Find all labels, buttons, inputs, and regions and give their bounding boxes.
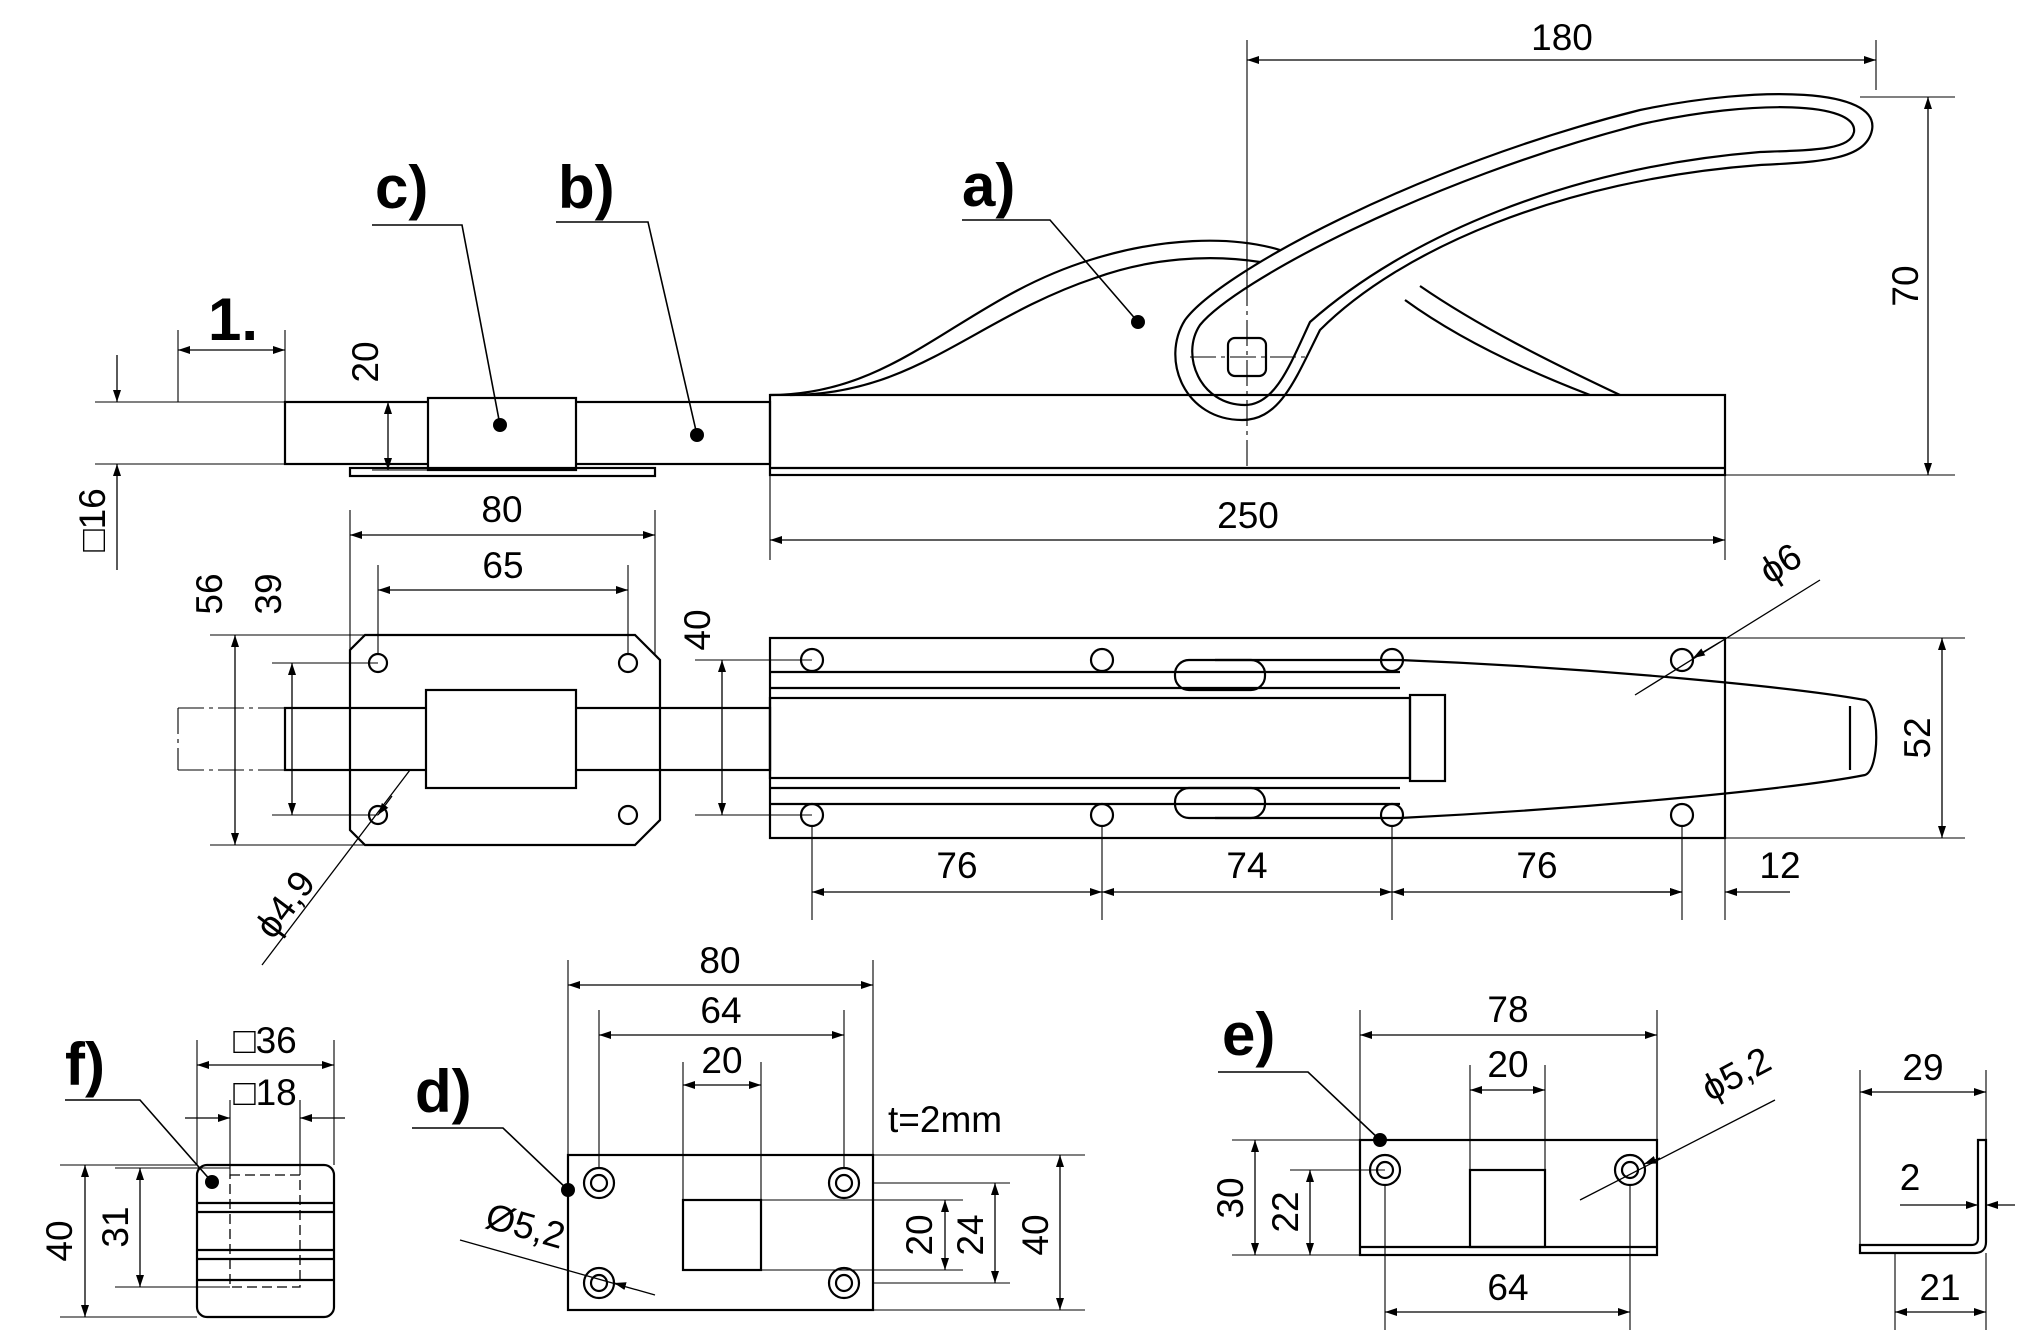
- part-d-slot: [681, 1198, 763, 1272]
- dim-phi-5-2-d: Ø5,2: [481, 1195, 569, 1257]
- part-d-view: d) t=2mm 80 64 20 Ø5,2 20 24 40: [412, 940, 1085, 1312]
- dim-56: 56: [189, 573, 230, 614]
- dim-21-profile: 21: [1919, 1267, 1960, 1308]
- handle-top: [1215, 658, 1878, 820]
- dim-39: 39: [248, 573, 289, 614]
- dim-square-36: □36: [233, 1020, 297, 1061]
- dim-29-profile: 29: [1902, 1047, 1943, 1088]
- label-part-e: e): [1222, 1001, 1275, 1068]
- dim-65: 65: [482, 545, 523, 586]
- dim-30-e: 30: [1210, 1177, 1251, 1218]
- dim-64-e: 64: [1487, 1267, 1528, 1308]
- part-f-view: f) □36 □18 40 31: [39, 1020, 345, 1319]
- part-labels: c) b) a) 1.: [208, 152, 1139, 436]
- dim-76-b: 76: [1516, 845, 1557, 886]
- dim-250: 250: [1217, 495, 1279, 536]
- label-part-a: a): [962, 152, 1015, 219]
- part-e-plate: [1358, 1138, 1659, 1257]
- keeper-block-top: [424, 688, 578, 790]
- label-part-d: d): [415, 1058, 472, 1125]
- keeper-plate-side: [348, 466, 657, 478]
- label-part-f: f): [65, 1031, 105, 1098]
- latch-base-top: [768, 636, 1727, 840]
- dim-20-d-vert: 20: [899, 1214, 940, 1255]
- dim-40-top: 40: [677, 609, 718, 650]
- part-e-view: e) 78 20 ϕ5,2 30 22 64: [1210, 989, 1778, 1330]
- part-e-profile: 29 2 21: [1858, 1047, 2015, 1330]
- dim-180: 180: [1531, 17, 1593, 58]
- dim-24-d-vert: 24: [950, 1214, 991, 1255]
- dim-80-top: 80: [481, 489, 522, 530]
- handle-lever: [1174, 93, 1874, 422]
- dim-12: 12: [1759, 845, 1800, 886]
- part-e-slot: [1468, 1168, 1547, 1249]
- dim-64-d: 64: [700, 990, 741, 1031]
- dim-20-side: 20: [345, 341, 386, 382]
- dim-square-16: □16: [72, 488, 113, 552]
- dim-phi-5-2-e: ϕ5,2: [1695, 1039, 1778, 1109]
- keeper-plate-top: [348, 633, 662, 847]
- dim-40-d-vert: 40: [1015, 1214, 1056, 1255]
- side-view: [178, 93, 1874, 478]
- dim-80-d: 80: [699, 940, 740, 981]
- dim-70: 70: [1885, 265, 1926, 306]
- label-part-c: c): [375, 154, 428, 221]
- dim-square-18: □18: [233, 1072, 297, 1113]
- side-view-dimensions: 180 70 250 20 □16: [72, 17, 1955, 570]
- dim-22-e: 22: [1265, 1191, 1306, 1232]
- latch-body-hump: [769, 239, 1281, 397]
- dim-phi-4-9: ϕ4,9: [247, 863, 323, 945]
- dim-40-f: 40: [39, 1220, 80, 1261]
- dim-phi-6: ϕ6: [1752, 535, 1809, 592]
- dim-76-a: 76: [936, 845, 977, 886]
- part-f-body: [195, 1163, 336, 1319]
- dim-2-profile: 2: [1900, 1157, 1921, 1198]
- dim-20-d: 20: [701, 1040, 742, 1081]
- dim-52: 52: [1897, 717, 1938, 758]
- top-view: [177, 633, 1878, 847]
- top-view-dimensions: 80 65 56 39 ϕ4,9 40 52 ϕ6: [189, 489, 1965, 966]
- angle-profile: [1858, 1138, 1988, 1255]
- label-item-1: 1.: [208, 286, 258, 353]
- dim-74: 74: [1226, 845, 1267, 886]
- thickness-note: t=2mm: [888, 1099, 1002, 1140]
- dim-20-e: 20: [1487, 1044, 1528, 1085]
- part-d-plate: [566, 1153, 875, 1312]
- dim-78-e: 78: [1487, 989, 1528, 1030]
- keeper-block-side: [426, 396, 578, 472]
- label-part-b: b): [558, 154, 615, 221]
- dim-31-f: 31: [95, 1206, 136, 1247]
